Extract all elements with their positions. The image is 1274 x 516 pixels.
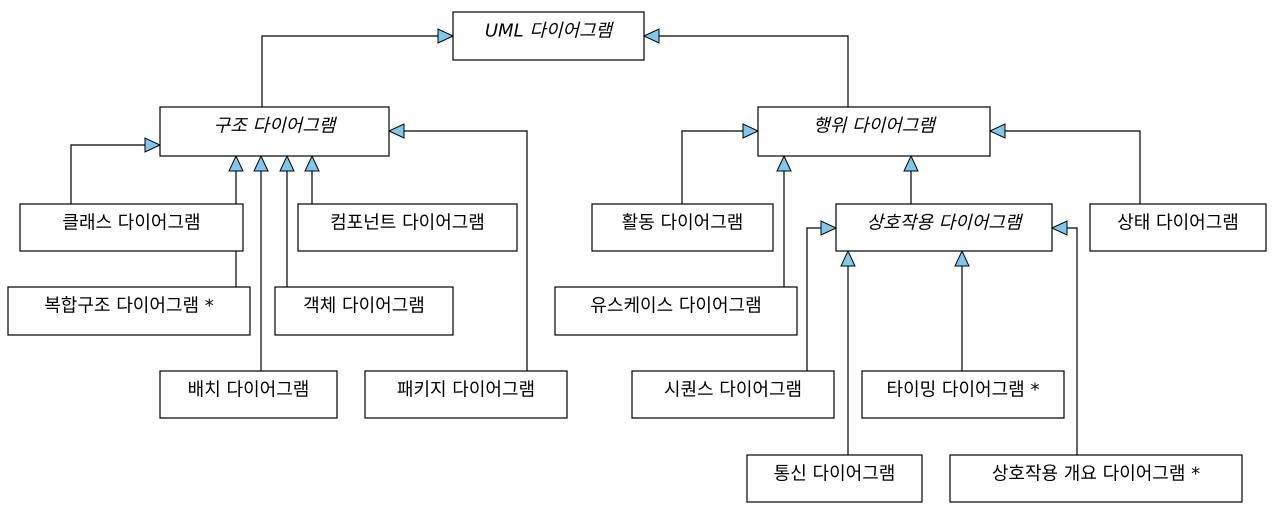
node-label: 구조 다이어그램: [214, 116, 338, 137]
node-box: [554, 286, 798, 336]
node-label: 컴포넌트 다이어그램: [330, 213, 485, 234]
generalization-edge-timing-interaction: [954, 249, 970, 371]
inheritance-arrowhead: [642, 28, 660, 44]
node-package[interactable]: 패키지 다이어그램: [364, 370, 568, 419]
node-component[interactable]: 컴포넌트 다이어그램: [297, 203, 518, 252]
generalization-edge-sequence-interaction: [806, 220, 838, 371]
node-usecase[interactable]: 유스케이스 다이어그램: [554, 286, 798, 336]
inheritance-arrowhead: [304, 154, 320, 172]
inheritance-arrowhead: [1050, 220, 1068, 236]
inheritance-arrowhead: [903, 154, 919, 172]
node-box: [19, 203, 244, 252]
edge-line: [806, 227, 821, 371]
inheritance-arrowhead: [776, 154, 792, 172]
inheritance-arrowhead: [437, 28, 455, 44]
node-label: 복합구조 다이어그램 *: [44, 296, 213, 317]
node-uml[interactable]: UML 다이어그램: [452, 11, 645, 61]
node-communication[interactable]: 통신 다이어그램: [746, 454, 923, 503]
inheritance-arrowhead: [387, 123, 405, 139]
inheritance-arrowhead: [988, 123, 1006, 139]
inheritance-arrowhead: [840, 249, 856, 267]
node-box: [274, 286, 454, 336]
edges-layer: [70, 28, 1141, 455]
node-behavior[interactable]: 행위 다이어그램: [757, 106, 991, 157]
node-label: 배치 다이어그램: [188, 380, 310, 401]
node-deployment[interactable]: 배치 다이어그램: [159, 370, 338, 419]
node-box: [364, 370, 568, 419]
node-label: 행위 다이어그램: [813, 116, 937, 137]
node-object[interactable]: 객체 다이어그램: [274, 286, 454, 336]
node-box: [159, 106, 390, 157]
inheritance-arrowhead: [144, 137, 162, 153]
generalization-edge-deployment-structure: [253, 154, 269, 371]
generalization-edge-communication-interaction: [840, 249, 856, 455]
node-box: [452, 11, 645, 61]
generalization-edge-state-behavior: [988, 123, 1141, 204]
node-label: 유스케이스 다이어그램: [590, 296, 761, 317]
edge-line: [404, 130, 528, 371]
node-box: [159, 370, 338, 419]
node-box: [746, 454, 923, 503]
node-label: 타이밍 다이어그램 *: [887, 380, 1040, 401]
node-label: 시퀀스 다이어그램: [664, 380, 802, 401]
node-timing[interactable]: 타이밍 다이어그램 *: [861, 370, 1065, 419]
node-label: 패키지 다이어그램: [397, 380, 535, 401]
node-label: 상호작용 개요 다이어그램 *: [992, 464, 1200, 485]
generalization-edge-usecase-behavior: [776, 154, 792, 287]
node-box: [835, 203, 1053, 252]
generalization-edge-overview-interaction: [1050, 220, 1078, 455]
node-box: [861, 370, 1065, 419]
edge-line: [70, 144, 145, 204]
node-box: [591, 203, 774, 252]
generalization-edge-structure-uml: [261, 28, 455, 107]
node-overview[interactable]: 상호작용 개요 다이어그램 *: [949, 454, 1243, 503]
node-label: 상태 다이어그램: [1117, 213, 1239, 234]
node-label: 객체 다이어그램: [303, 296, 425, 317]
node-structure[interactable]: 구조 다이어그램: [159, 106, 390, 157]
edge-line: [1005, 130, 1141, 204]
edge-line: [681, 130, 743, 204]
node-box: [757, 106, 991, 157]
node-label: 활동 다이어그램: [622, 213, 744, 234]
inheritance-arrowhead: [253, 154, 269, 172]
generalization-edge-activity-behavior: [681, 123, 760, 204]
inheritance-arrowhead: [954, 249, 970, 267]
generalization-edge-component-structure: [304, 154, 320, 204]
edge-line: [261, 35, 438, 107]
node-label: 클래스 다이어그램: [62, 213, 200, 234]
node-label: UML 다이어그램: [485, 21, 615, 42]
node-box: [631, 370, 835, 419]
node-sequence[interactable]: 시퀀스 다이어그램: [631, 370, 835, 419]
generalization-edge-object-structure: [279, 154, 295, 287]
generalization-edge-class-structure: [70, 137, 162, 204]
node-box: [297, 203, 518, 252]
node-label: 상호작용 다이어그램: [867, 213, 1024, 234]
edge-line: [659, 35, 849, 107]
generalization-edge-behavior-uml: [642, 28, 849, 107]
node-state[interactable]: 상태 다이어그램: [1089, 203, 1267, 252]
node-box: [949, 454, 1243, 503]
node-activity[interactable]: 활동 다이어그램: [591, 203, 774, 252]
generalization-edge-package-structure: [387, 123, 528, 371]
generalization-edge-interaction-behavior: [903, 154, 919, 204]
node-interaction[interactable]: 상호작용 다이어그램: [835, 203, 1053, 252]
node-class[interactable]: 클래스 다이어그램: [19, 203, 244, 252]
inheritance-arrowhead: [742, 123, 760, 139]
node-composite[interactable]: 복합구조 다이어그램 *: [7, 286, 251, 336]
inheritance-arrowhead: [228, 154, 244, 172]
node-label: 통신 다이어그램: [774, 464, 896, 485]
node-box: [1089, 203, 1267, 252]
inheritance-arrowhead: [279, 154, 295, 172]
inheritance-arrowhead: [820, 220, 838, 236]
node-box: [7, 286, 251, 336]
edge-line: [1067, 227, 1078, 455]
